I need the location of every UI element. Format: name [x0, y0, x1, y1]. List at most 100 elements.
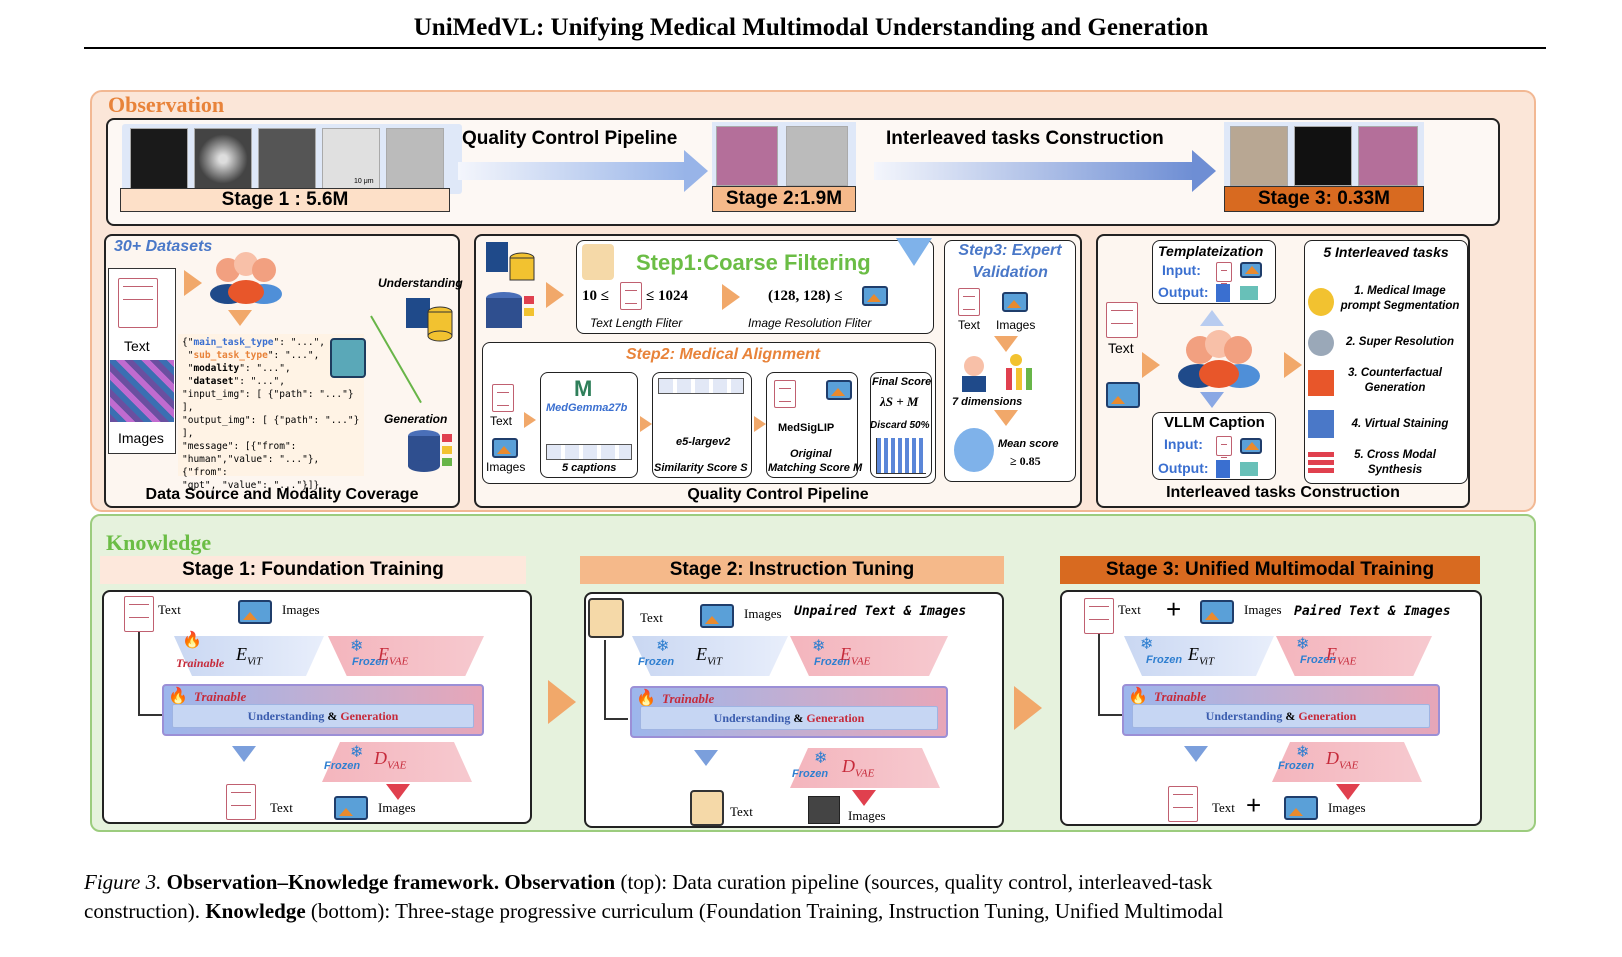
k3-evae-label: EVAE	[1326, 644, 1356, 668]
json-key-sub: sub_task_type	[193, 350, 268, 361]
users-cluster-icon	[206, 248, 286, 304]
itc-users-icon	[1174, 326, 1264, 388]
k1-dvae-snowflake-icon: ❄	[350, 744, 364, 761]
document-icon	[118, 278, 158, 328]
k3-evit-encoder	[1124, 636, 1274, 676]
mean-score-label: Mean score	[998, 438, 1059, 450]
stage3-label: Stage 3: 0.33M	[1224, 186, 1424, 212]
caption-line-2: construction). Knowledge (bottom): Three…	[84, 897, 1554, 926]
k2-evae-e: E	[840, 644, 851, 664]
final-score-label: Final Score	[872, 376, 932, 388]
k-stage2-title: Stage 2: Instruction Tuning	[580, 556, 1004, 584]
k3-text-label: Text	[1118, 602, 1141, 617]
k3-dvae-d: D	[1326, 748, 1339, 768]
k1-dvae-frozen-label: Frozen	[324, 760, 361, 772]
vllm-input-text-icon	[1216, 436, 1232, 458]
microscopy-image	[322, 128, 380, 190]
k3-backbone-label: Trainable	[1154, 689, 1207, 704]
k2-medical-report-icon	[588, 598, 624, 638]
k1-evit-label: EViT	[236, 644, 262, 668]
stage2-label: Stage 2:1.9M	[712, 186, 856, 212]
qc-caption: Quality Control Pipeline	[687, 486, 869, 503]
k1-und-gen-bar: Understanding & Generation	[172, 704, 474, 728]
caption-line-1: Figure 3. Observation–Knowledge framewor…	[84, 868, 1554, 897]
mri-sagittal-image	[258, 128, 316, 190]
tasks-title: 5 Interleaved tasks	[1323, 244, 1449, 260]
vllm-input-label: Input:	[1164, 436, 1203, 452]
title-rule	[84, 47, 1546, 49]
k1-out-text-icon	[226, 784, 256, 820]
tasks-box	[1304, 240, 1468, 484]
step3-text-label: Text	[958, 318, 981, 332]
similarity-label: Similarity Score S	[654, 462, 748, 474]
ds-arrow-down	[228, 310, 252, 326]
k1-evae-e: E	[378, 644, 389, 664]
caption-text-2: construction).	[84, 899, 201, 923]
k3-amp: &	[1285, 709, 1296, 723]
k1-trainable-label: Trainable	[176, 656, 225, 670]
image-resolution-filter-label: Image Resolution Fliter	[748, 316, 872, 330]
k1-fire-icon: 🔥	[182, 632, 202, 649]
k3-out-plus-icon: +	[1246, 790, 1262, 820]
step3-arrow-1	[994, 336, 1018, 352]
counterfactual-icon	[1308, 370, 1334, 396]
k3-out-images-label: Images	[1328, 800, 1366, 815]
k1-evae-encoder	[328, 636, 484, 676]
data-source-caption: Data Source and Modality Coverage	[145, 486, 419, 503]
json-line-5: "input_img": [ {"path": "..."} ],	[182, 389, 354, 413]
histology-image	[716, 126, 778, 186]
k3-und-label: Understanding	[1205, 709, 1283, 723]
micro-scale-label: 10 μm	[354, 178, 374, 185]
k1-red-arrow-down	[386, 784, 410, 800]
k1-text-label: Text	[158, 602, 181, 617]
figure-caption: Figure 3. Observation–Knowledge framewor…	[84, 868, 1554, 926]
templ-output-doc-icon	[1216, 284, 1230, 302]
generation-label: Generation	[384, 412, 448, 426]
itc-arrow-shaft	[874, 162, 1194, 180]
k3-evit-snowflake-icon: ❄	[1140, 636, 1154, 653]
k3-backbone-fire-icon: 🔥	[1128, 688, 1148, 705]
mean-score-value: ≥ 0.85	[1010, 454, 1041, 468]
medsiglip-label: MedSigLIP	[778, 422, 835, 434]
k2-out-report-icon	[690, 790, 724, 826]
k1-dvae-label: DVAE	[374, 748, 406, 772]
step3-images-label: Images	[996, 318, 1036, 332]
text-doc-icon	[620, 282, 642, 310]
dimensions-label: 7 dimensions	[952, 396, 1023, 408]
step2-arrow-2	[640, 416, 652, 432]
itc-arrow-out	[1284, 352, 1302, 378]
k2-dvae-d: D	[842, 756, 855, 776]
histology-image-2	[1358, 126, 1418, 186]
medsiglip-image-icon	[826, 380, 852, 400]
k3-und-gen-bar: Understanding & Generation	[1132, 704, 1430, 728]
k3-red-arrow-down	[1336, 784, 1360, 800]
itc-caption: Interleaved tasks Construction	[1166, 484, 1400, 501]
itc-image-icon	[1106, 382, 1140, 408]
itc-text-icon	[1106, 302, 1138, 338]
e5-label: e5-largev2	[676, 436, 731, 448]
report-score-icon	[954, 428, 994, 472]
k3-evae-e: E	[1326, 644, 1337, 664]
k3-evae-frozen-label: Frozen	[1300, 654, 1337, 666]
k1-out-image-icon	[334, 796, 368, 820]
step3-text-icon	[958, 288, 980, 316]
itc-arrow-head	[1192, 150, 1216, 192]
k1-evit-sub: ViT	[247, 655, 263, 668]
ds-arrow-right	[184, 270, 202, 296]
k2-red-arrow-down	[852, 790, 876, 806]
step2-text-icon	[492, 384, 514, 412]
caption-fig-label: Figure 3.	[84, 870, 162, 894]
k1-amp: &	[327, 709, 338, 723]
text-length-filter-label: Text Length Fliter	[590, 316, 683, 330]
k2-evae-label: EVAE	[840, 644, 870, 668]
itc-arrow-up	[1200, 310, 1224, 326]
k1-connector-h	[138, 714, 162, 716]
mri-axial-image	[1294, 126, 1352, 186]
json-line-1: {"main_task_type": "...",	[182, 337, 326, 348]
understanding-label: Understanding	[378, 276, 463, 290]
xray-image	[386, 128, 444, 190]
caption-bold-2: Observation	[504, 870, 616, 894]
json-key-main: main_task_type	[193, 337, 274, 348]
templ-output-label: Output:	[1158, 284, 1209, 300]
k1-frozen-label: Frozen	[352, 656, 389, 668]
